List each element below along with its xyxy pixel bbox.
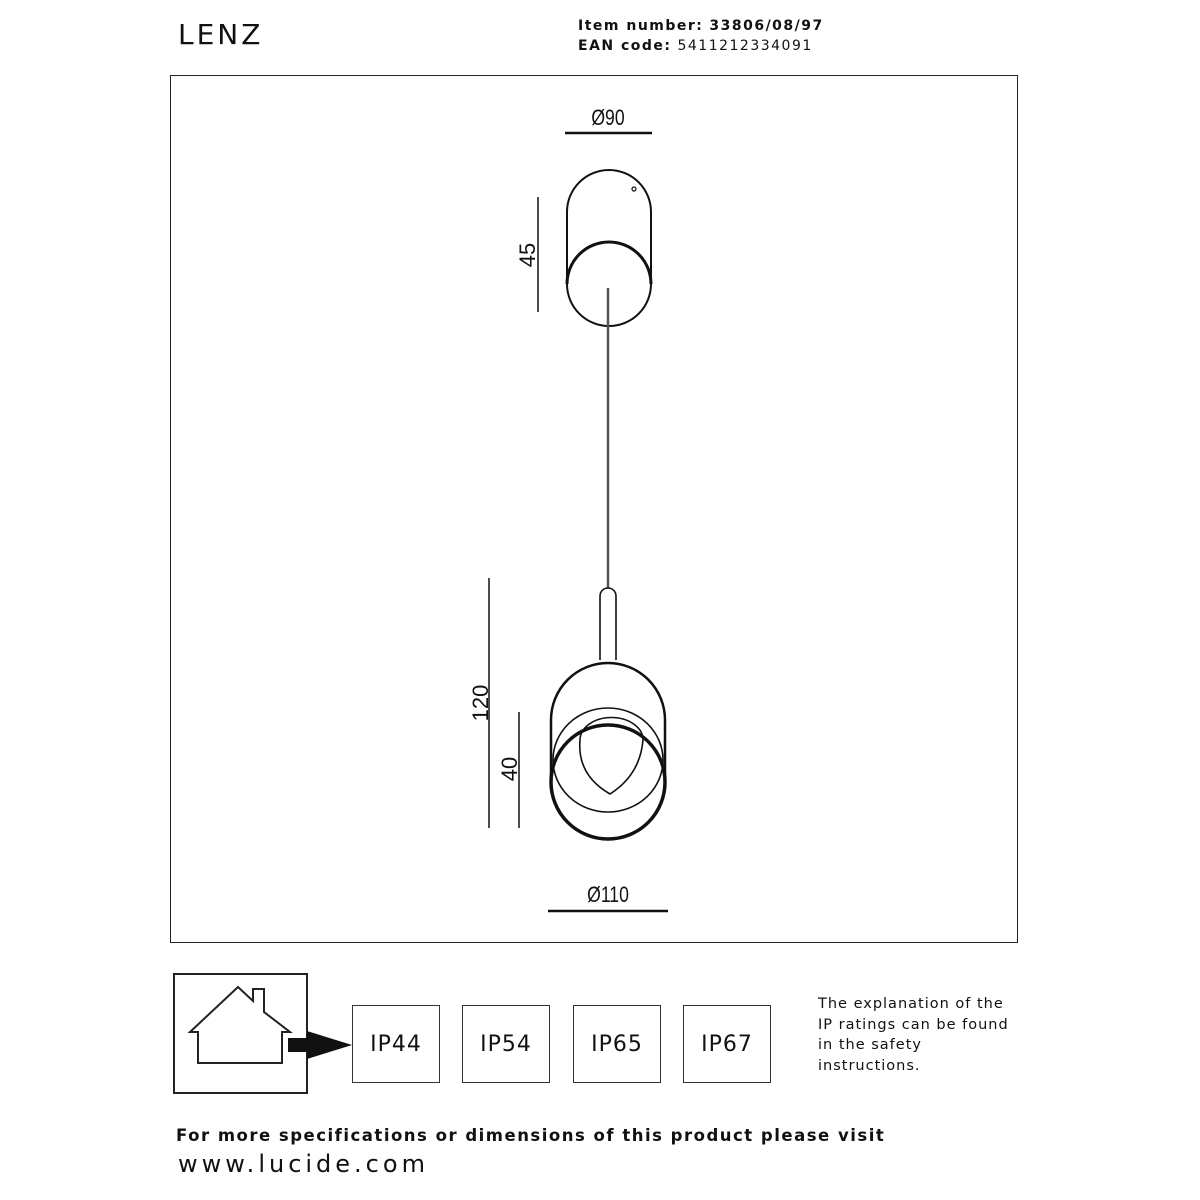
label-total-height: 120 bbox=[468, 685, 493, 722]
item-number-value: 33806/08/97 bbox=[709, 18, 824, 34]
ean-value: 5411212334091 bbox=[677, 38, 813, 54]
label-shade-height: 40 bbox=[497, 757, 522, 781]
website-link[interactable]: www.lucide.com bbox=[178, 1150, 429, 1178]
canopy-screw bbox=[631, 186, 637, 192]
drawing-frame bbox=[170, 75, 1018, 943]
ip-rating-ip44: IP44 bbox=[352, 1005, 440, 1083]
item-number: Item number: 33806/08/97 bbox=[578, 18, 824, 34]
label-shade-diameter: Ø110 bbox=[587, 883, 629, 907]
label-canopy-diameter: Ø90 bbox=[591, 106, 624, 130]
ip-rating-ip67: IP67 bbox=[683, 1005, 771, 1083]
pendant-stem bbox=[599, 587, 617, 660]
product-title: LENZ bbox=[178, 18, 264, 51]
label-canopy-height: 45 bbox=[515, 243, 540, 267]
shade-outline bbox=[549, 661, 667, 782]
ean-label: EAN code: bbox=[578, 38, 672, 54]
item-number-label: Item number: bbox=[578, 18, 704, 34]
indoor-house-icon bbox=[173, 973, 308, 1094]
arrow-icon bbox=[288, 1031, 352, 1059]
ip-rating-ip54: IP54 bbox=[462, 1005, 550, 1083]
lens bbox=[578, 716, 644, 795]
ean-code: EAN code: 5411212334091 bbox=[578, 38, 813, 54]
ip-rating-ip65: IP65 bbox=[573, 1005, 661, 1083]
shade-front-ring bbox=[549, 723, 667, 841]
footer-text: For more specifications or dimensions of… bbox=[176, 1126, 886, 1145]
canopy-bottom-edge bbox=[565, 240, 653, 285]
ip-note: The explanation of the IP ratings can be… bbox=[818, 996, 1009, 1074]
shade-inner-ring bbox=[552, 707, 664, 813]
